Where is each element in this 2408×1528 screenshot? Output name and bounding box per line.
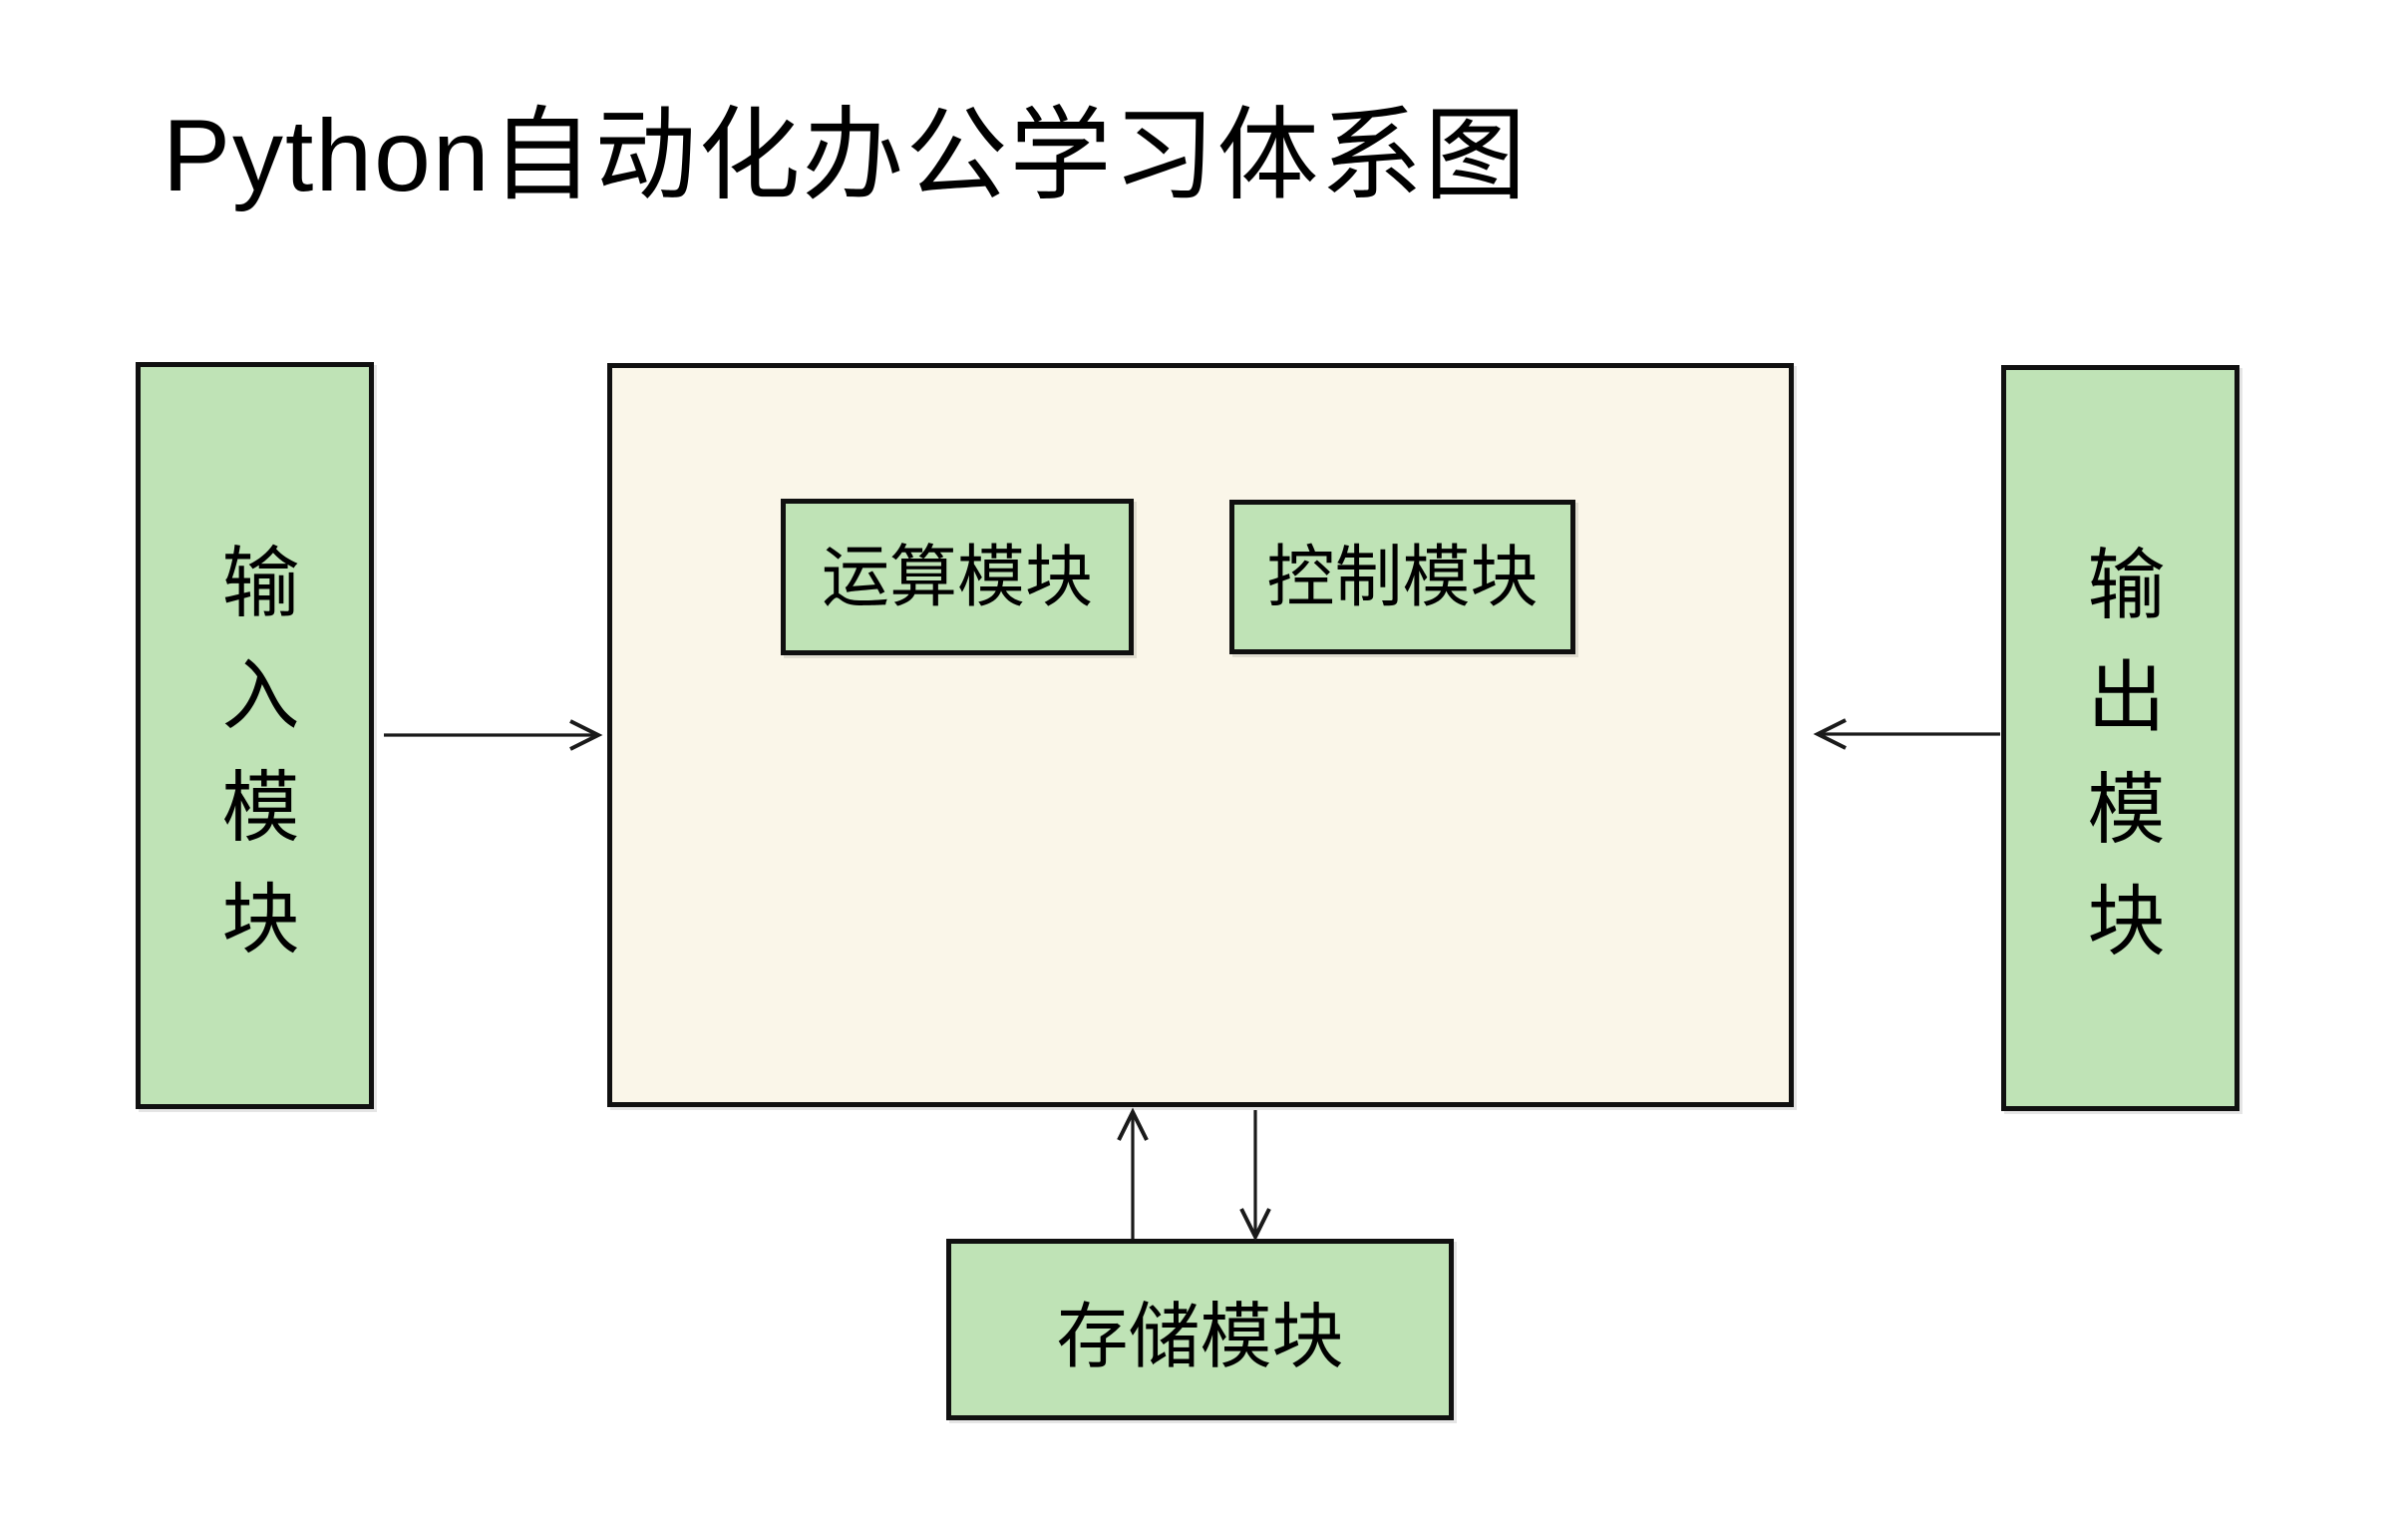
input-module-label: 输入模块: [210, 541, 299, 990]
arrow-core-to-storage-icon: [1239, 1110, 1271, 1242]
storage-module-label: 存储模块: [1056, 1297, 1344, 1377]
compute-module-box: 运算模块: [781, 499, 1134, 655]
arrow-input-to-core-icon: [384, 719, 603, 751]
control-module-label: 控制模块: [1266, 539, 1539, 615]
output-module-label: 输出模块: [2076, 544, 2165, 992]
core-container-box: 运算模块 控制模块: [607, 363, 1794, 1107]
input-module-box: 输入模块: [136, 362, 374, 1109]
arrow-storage-to-core-icon: [1117, 1107, 1149, 1239]
diagram-title: Python自动化办公学习体系图: [163, 99, 1529, 212]
control-module-box: 控制模块: [1229, 500, 1575, 654]
output-module-box: 输出模块: [2001, 365, 2239, 1111]
storage-module-box: 存储模块: [946, 1239, 1454, 1420]
compute-module-label: 运算模块: [821, 539, 1093, 615]
arrow-output-to-core-icon: [1813, 718, 2000, 750]
